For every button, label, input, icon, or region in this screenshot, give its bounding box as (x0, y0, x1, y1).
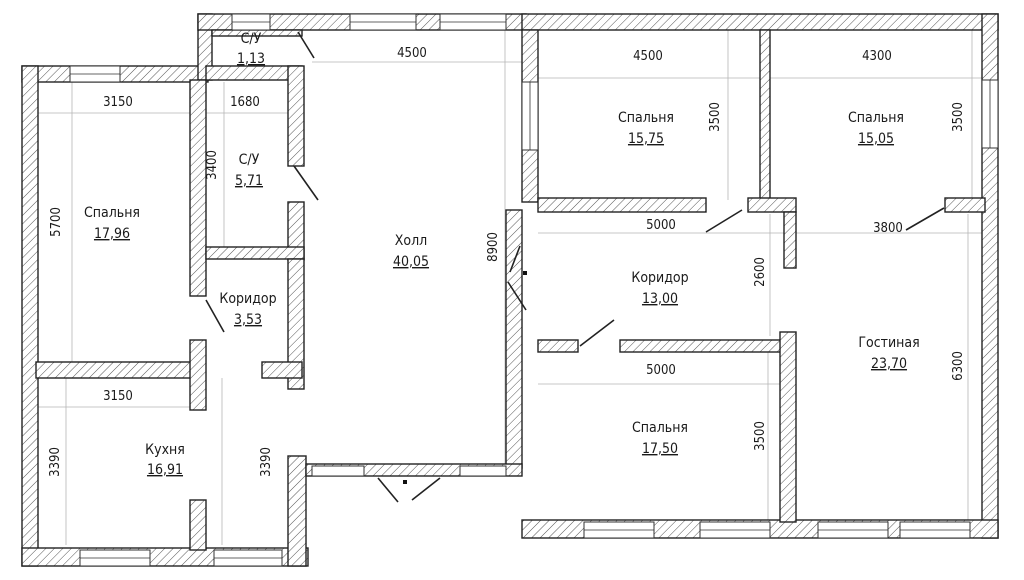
dim-left-bedroom-width: 3150 (103, 95, 133, 110)
dim-living-height: 6300 (951, 351, 966, 381)
room-name-bedroom-left: Спальня (84, 205, 140, 221)
dim-wc-height: 3400 (205, 150, 220, 180)
dim-bedroom-mid-width: 4500 (633, 49, 663, 64)
room-name-corridor-center: Коридор (631, 270, 688, 286)
walls (21, 13, 999, 567)
doors (205, 31, 945, 503)
room-area-wc-top: 1,13 (237, 51, 265, 67)
windows (69, 13, 999, 567)
dimension-labels: 3150 5700 3150 3390 3390 1680 3400 4500 … (48, 46, 966, 477)
dimension-lines (36, 28, 982, 545)
dim-corridor-height: 2600 (753, 257, 768, 287)
dim-left-bedroom-height: 5700 (49, 207, 64, 237)
room-area-bedroom-bottom: 17,50 (642, 441, 678, 457)
window (311, 465, 365, 477)
room-area-hall: 40,05 (393, 254, 429, 270)
room-name-wc-top: С/У (241, 31, 262, 47)
window (459, 465, 507, 477)
dim-hall-width: 4500 (397, 46, 427, 61)
room-area-kitchen: 16,91 (147, 462, 183, 478)
room-area-corridor-left: 3,53 (234, 312, 262, 328)
dim-living-top-width: 3800 (873, 221, 903, 236)
room-area-living-room: 23,70 (871, 356, 907, 372)
room-area-bedroom-left: 17,96 (94, 226, 130, 242)
room-name-hall: Холл (395, 233, 427, 249)
dim-bedroom-bottom-height: 3500 (753, 421, 768, 451)
room-name-corridor-left: Коридор (219, 291, 276, 307)
room-name-bedroom-top-mid: Спальня (618, 110, 674, 126)
dim-kitchen-height-left: 3390 (48, 447, 63, 477)
room-area-bedroom-top-right: 15,05 (858, 131, 894, 147)
dim-bedroom-bottom-width: 5000 (646, 363, 676, 378)
dim-bedroom-mid-height: 3500 (708, 102, 723, 132)
room-labels: Спальня 17,96 С/У 1,13 С/У 5,71 Коридор … (84, 31, 920, 478)
room-area-corridor-center: 13,00 (642, 291, 678, 307)
dim-hall-height: 8900 (486, 232, 501, 262)
dim-wc-width: 1680 (230, 95, 260, 110)
room-name-bedroom-bottom: Спальня (632, 420, 688, 436)
room-name-bedroom-top-right: Спальня (848, 110, 904, 126)
dim-bedroom-right-width: 4300 (862, 49, 892, 64)
dim-kitchen-height-right: 3390 (259, 447, 274, 477)
room-name-kitchen: Кухня (145, 442, 185, 458)
room-area-bedroom-top-mid: 15,75 (628, 131, 664, 147)
room-name-wc-main: С/У (239, 152, 260, 168)
room-area-wc-main: 5,71 (235, 173, 263, 189)
dim-bedroom-right-height: 3500 (951, 102, 966, 132)
dim-kitchen-width: 3150 (103, 389, 133, 404)
room-name-living-room: Гостиная (858, 335, 919, 351)
dim-corridor-width: 5000 (646, 218, 676, 233)
